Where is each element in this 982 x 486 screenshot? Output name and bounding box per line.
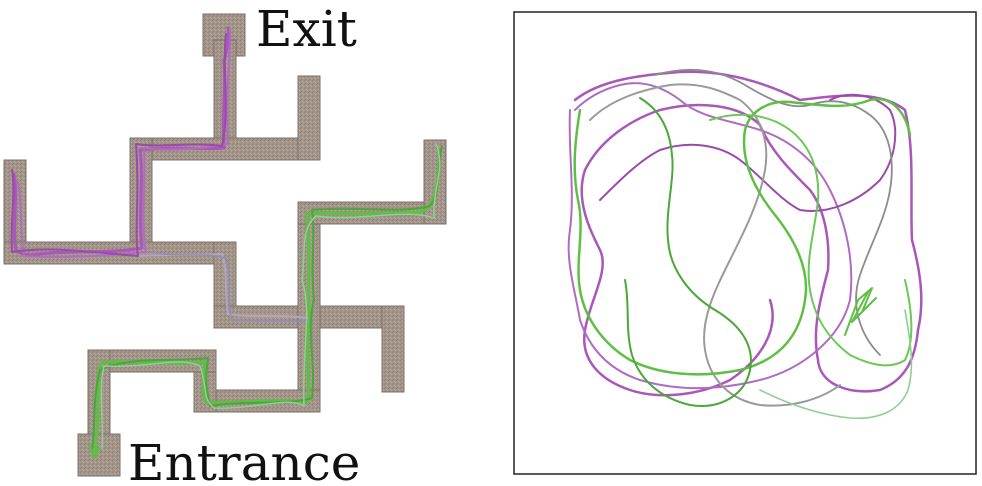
open-field-trajectories [567,68,923,420]
right-top-branch [423,139,447,225]
open-field-purple-3 [599,93,897,212]
open-field-panel [513,11,977,475]
maze-panel: Exit Entrance [3,0,447,486]
open-field-gray-2 [654,68,893,356]
open-field-green-1 [573,97,912,376]
open-field-green-2 [624,97,752,407]
trajectory-green-3 [100,143,441,449]
trajectory-purple-2 [17,29,232,258]
trajectory-green-arrow [88,444,102,460]
open-field-purple-2 [567,82,853,390]
maze-trajectories [10,26,443,460]
lower-right-branch [381,305,405,393]
entrance-stub [77,433,121,477]
entrance-label: Entrance [128,434,360,486]
trajectory-green-1 [94,148,442,458]
open-field-green-zigzag [844,287,877,336]
open-field-green-3 [709,113,913,367]
open-field-green-4 [759,309,913,420]
trajectory-purple-3 [10,33,227,257]
trajectory-green-2 [91,145,443,451]
top-right-branch [297,75,321,161]
trajectory-gray-2 [149,251,313,323]
open-field-gray-1 [589,83,841,407]
open-field-border [513,11,977,475]
exit-label: Exit [256,0,357,58]
